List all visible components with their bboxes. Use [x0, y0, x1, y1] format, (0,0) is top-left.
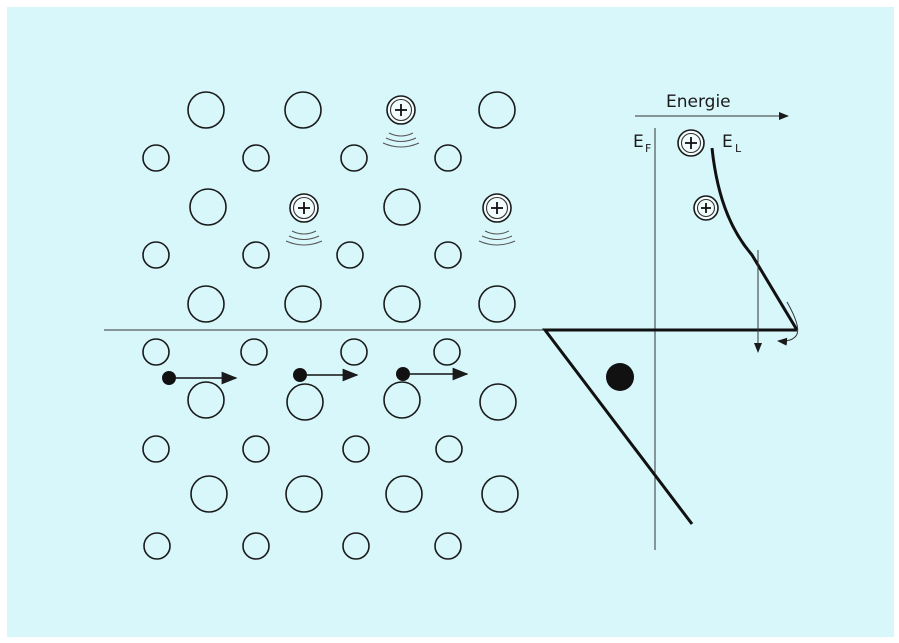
- lattice-atom: [481, 475, 519, 513]
- lattice-atom: [383, 285, 421, 323]
- lattice-atom-small: [342, 435, 370, 463]
- lattice-atom: [478, 91, 516, 129]
- lattice-atom-small: [242, 435, 270, 463]
- lattice-atom: [286, 383, 324, 421]
- positive-ion-icon: [285, 193, 323, 246]
- lattice-atom: [478, 285, 516, 323]
- lattice-atom: [190, 475, 228, 513]
- lattice-atom: [479, 383, 517, 421]
- positive-ion-icon: [382, 95, 420, 148]
- lattice-atom: [385, 475, 423, 513]
- lattice-atom-small: [340, 338, 368, 366]
- diagram-background: [7, 7, 894, 637]
- lattice-atom: [284, 91, 322, 129]
- positive-ion-icon: [693, 195, 719, 221]
- lattice-atom: [189, 188, 227, 226]
- positive-ion-icon: [478, 193, 516, 246]
- electron-dot-icon: [162, 371, 238, 385]
- lattice-atom: [187, 285, 225, 323]
- lattice-atom-small: [434, 532, 462, 560]
- lattice-atom-small: [242, 532, 270, 560]
- lattice-atom-small: [336, 241, 364, 269]
- fermi-level-label: E: [633, 132, 644, 152]
- lattice-atom-small: [340, 144, 368, 172]
- level-label: E: [722, 132, 733, 152]
- lattice-atoms-small: [142, 144, 463, 560]
- lattice-atom-small: [434, 144, 462, 172]
- band-triangle: [541, 328, 797, 525]
- energy-axis-label: Energie: [666, 92, 731, 112]
- lattice-atom: [187, 381, 225, 419]
- energy-curve: [710, 147, 799, 331]
- lattice-atom-small: [142, 241, 170, 269]
- filled-dot-icon: [606, 363, 634, 391]
- lattice-atom: [285, 475, 323, 513]
- lattice-atom-small: [142, 144, 170, 172]
- lattice-atom-small: [240, 338, 268, 366]
- lattice-atoms: [187, 91, 519, 513]
- lattice-atom-small: [435, 435, 463, 463]
- curved-arrow: [777, 301, 799, 346]
- lattice-atom: [383, 188, 421, 226]
- lattice-atom-small: [142, 338, 170, 366]
- positive-ion-icon: [677, 129, 705, 157]
- electron-dot-icon: [293, 368, 359, 382]
- electron-dot-icon: [396, 367, 469, 381]
- lattice-atom-small: [433, 338, 461, 366]
- level-subscript: L: [735, 142, 742, 155]
- lattice-atom-small: [434, 241, 462, 269]
- lattice-atom-small: [142, 435, 170, 463]
- lattice-atom-small: [242, 241, 270, 269]
- lattice-atom: [284, 285, 322, 323]
- fermi-level-subscript: F: [645, 142, 651, 155]
- lattice-atom-small: [143, 532, 171, 560]
- lattice-atom-small: [342, 532, 370, 560]
- lattice-atom: [383, 381, 421, 419]
- lattice-atom: [187, 91, 225, 129]
- lattice-atom-small: [242, 144, 270, 172]
